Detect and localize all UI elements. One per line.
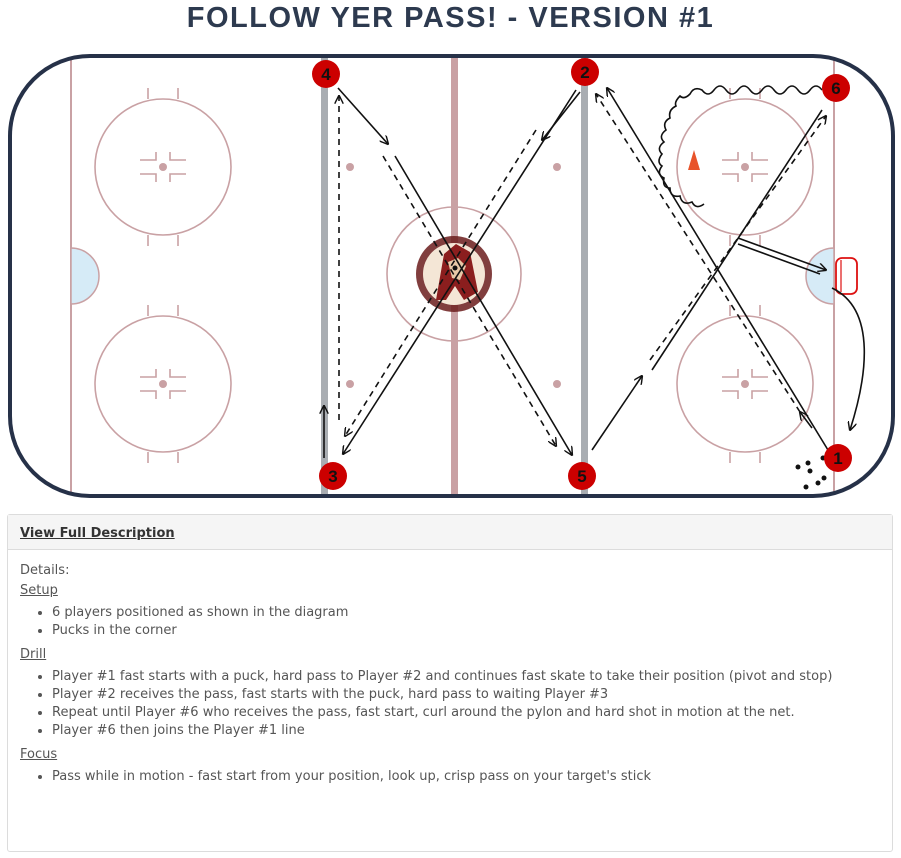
- center-circle: [386, 206, 522, 342]
- pass-2-to-3: [345, 129, 537, 436]
- svg-text:1: 1: [833, 449, 842, 468]
- drill-paths: [324, 85, 866, 458]
- faceoff-circle-top-right: [676, 98, 814, 236]
- faceoff-circle-top-left: [94, 98, 232, 236]
- rink-border: [8, 54, 895, 498]
- drill-list: Player #1 fast starts with a puck, hard …: [20, 668, 880, 740]
- description-panel: View Full Description Details: Setup 6 p…: [7, 514, 893, 852]
- neutral-dot: [346, 163, 354, 171]
- list-item: Player #1 fast starts with a puck, hard …: [52, 668, 880, 686]
- pylon-icon: [688, 150, 700, 170]
- left-blue-line: [321, 56, 328, 496]
- player-3: 3: [319, 462, 347, 490]
- list-item: Player #6 then joins the Player #1 line: [52, 722, 880, 740]
- player-1: 1: [824, 444, 852, 472]
- setup-list: 6 players positioned as shown in the dia…: [20, 604, 880, 640]
- list-item: Pass while in motion - fast start from y…: [52, 768, 880, 786]
- svg-text:2: 2: [580, 63, 589, 82]
- right-blue-line: [581, 56, 588, 496]
- carry-6: [737, 237, 826, 270]
- description-body: Details: Setup 6 players positioned as s…: [8, 550, 892, 786]
- list-item: Pucks in the corner: [52, 622, 880, 640]
- neutral-dot: [553, 380, 561, 388]
- player-4: 4: [312, 60, 340, 88]
- skate-path-4: [337, 87, 388, 144]
- skate-path-1: [607, 88, 829, 451]
- player-2: 2: [571, 58, 599, 86]
- player-6: 6: [822, 74, 850, 102]
- shot-path-6: [831, 287, 866, 430]
- list-item: 6 players positioned as shown in the dia…: [52, 604, 880, 622]
- skate-path-2: [343, 89, 577, 454]
- pucks: [795, 455, 827, 490]
- details-label: Details:: [20, 563, 70, 578]
- faceoff-circle-bottom-right: [676, 315, 814, 453]
- player-markers: 4 2 6 3 5 1: [312, 58, 852, 490]
- description-header: View Full Description: [8, 515, 892, 550]
- neutral-dot: [346, 380, 354, 388]
- faceoff-circle-bottom-left: [94, 315, 232, 453]
- neutral-dot: [553, 163, 561, 171]
- player-5: 5: [568, 462, 596, 490]
- svg-text:5: 5: [577, 467, 586, 486]
- rink-diagram: 4 2 6 3 5 1: [8, 54, 895, 498]
- svg-text:3: 3: [328, 467, 337, 486]
- pass-4-to-5: [382, 155, 556, 446]
- list-item: Player #2 receives the pass, fast starts…: [52, 686, 880, 704]
- svg-text:4: 4: [321, 65, 331, 84]
- list-item: Repeat until Player #6 who receives the …: [52, 704, 880, 722]
- section-heading-drill: Drill: [20, 647, 47, 662]
- drill-title: FOLLOW YER PASS! - VERSION #1: [186, 2, 715, 34]
- focus-list: Pass while in motion - fast start from y…: [20, 768, 880, 786]
- wavy-skate-6: [658, 85, 823, 208]
- net: [835, 257, 858, 295]
- skate-path-5: [591, 376, 642, 451]
- pass-1-to-2: [596, 94, 801, 413]
- left-crease: [70, 247, 100, 305]
- section-heading-setup: Setup: [20, 583, 58, 598]
- right-crease: [805, 247, 835, 305]
- rink-markings: [10, 56, 893, 496]
- skate-path-4b: [394, 155, 572, 455]
- svg-text:6: 6: [831, 79, 840, 98]
- view-full-description-link[interactable]: View Full Description: [20, 526, 175, 541]
- section-heading-focus: Focus: [20, 747, 58, 762]
